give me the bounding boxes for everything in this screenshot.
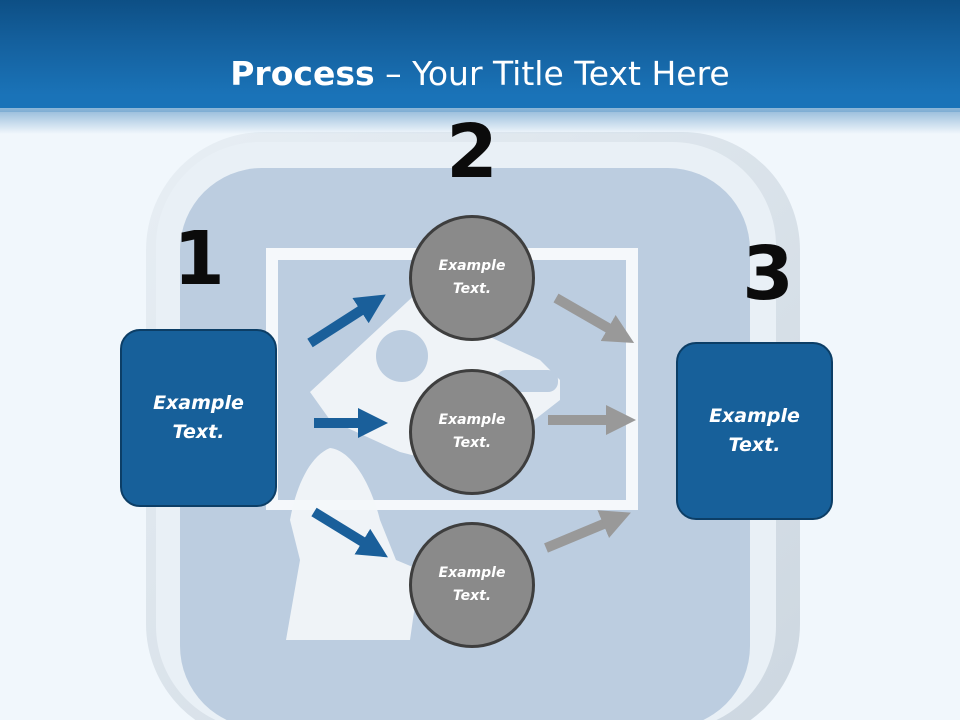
arrow-blue-up xyxy=(307,294,386,348)
step-circle-middle-text: Example Text. xyxy=(438,412,506,451)
slide-title: Process – Your Title Text Here xyxy=(0,52,960,96)
arrow-blue-down xyxy=(311,507,388,558)
step-box-right: Example Text. xyxy=(676,342,833,520)
step-circle-top: Example Text. xyxy=(409,215,535,341)
title-bar xyxy=(0,0,960,112)
step-box-right-text: Example Text. xyxy=(709,405,800,456)
step-number-1: 1 xyxy=(173,216,225,302)
arrow-gray-down xyxy=(553,293,635,343)
step-circle-middle: Example Text. xyxy=(409,369,535,495)
title-bar-fade xyxy=(0,108,960,134)
arrow-gray-up xyxy=(544,510,631,553)
step-number-2: 2 xyxy=(446,109,498,195)
step-number-3: 3 xyxy=(742,231,794,317)
step-box-left-text: Example Text. xyxy=(153,392,244,443)
step-box-left: Example Text. xyxy=(120,329,277,507)
slide-title-strong: Process xyxy=(230,54,375,93)
slide-title-rest: – Your Title Text Here xyxy=(374,54,730,93)
step-circle-top-text: Example Text. xyxy=(438,258,506,297)
step-circle-bottom-text: Example Text. xyxy=(438,565,506,604)
step-circle-bottom: Example Text. xyxy=(409,522,535,648)
